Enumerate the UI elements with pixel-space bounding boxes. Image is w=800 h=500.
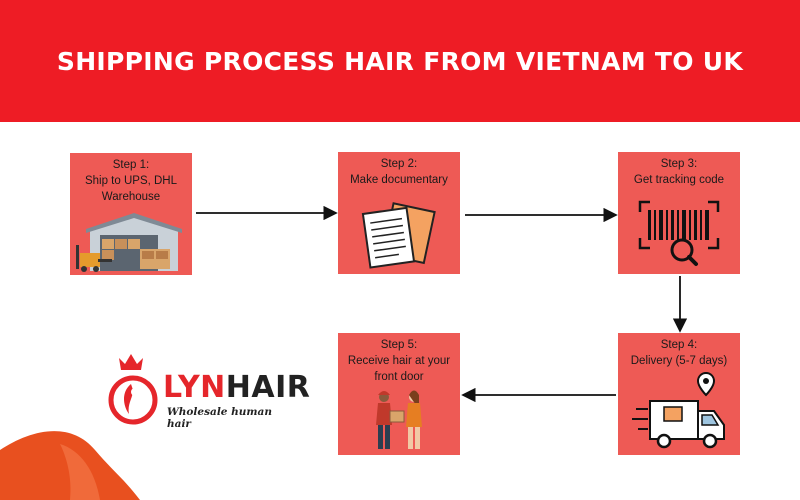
step-4-line-1: Delivery (5-7 days): [630, 355, 728, 367]
warehouse-forklift-icon: [76, 213, 182, 272]
step-4-box: Step 4: Delivery (5-7 days): [618, 333, 740, 455]
step-5-box: Step 5: Receive hair at your front door: [338, 333, 460, 455]
step-1-box: Step 1: Ship to UPS, DHL Warehouse: [70, 153, 192, 275]
step-1-line-1: Ship to UPS, DHL: [84, 175, 178, 187]
step-3-box: Step 3: Get tracking code: [618, 152, 740, 274]
step-3-number: Step 3:: [660, 158, 698, 170]
logo-brand-red: LYN: [163, 370, 226, 405]
page-title: SHIPPING PROCESS HAIR FROM VIETNAM TO UK: [56, 46, 744, 76]
step-1-line-2: Warehouse: [101, 191, 161, 203]
step-4-number: Step 4:: [660, 339, 698, 351]
logo-tagline: Wholesale human hair: [167, 406, 272, 430]
barcode-search-icon: [638, 200, 720, 266]
title-banner: SHIPPING PROCESS HAIR FROM VIETNAM TO UK: [0, 0, 800, 122]
decorative-corner-shape: [0, 431, 140, 500]
step-2-line-1: Make documentary: [350, 174, 448, 186]
documents-icon: [361, 202, 436, 269]
delivery-truck-icon: [632, 371, 725, 449]
step-5-number: Step 5:: [380, 339, 418, 351]
step-2-number: Step 2:: [380, 158, 418, 170]
step-3-line-1: Get tracking code: [633, 174, 725, 186]
step-5-line-2: front door: [374, 371, 424, 383]
lynhair-logo: LYNHAIR Wholesale human hair: [105, 350, 310, 430]
step-5-line-1: Receive hair at your: [347, 355, 451, 367]
crown-hair-logo-icon: [108, 354, 158, 425]
logo-brand-dark: HAIR: [225, 370, 311, 405]
step-1-number: Step 1:: [112, 159, 150, 171]
step-2-box: Step 2: Make documentary: [338, 152, 460, 274]
logo-wordmark: LYNHAIR: [163, 372, 310, 404]
handover-people-icon: [376, 390, 422, 449]
